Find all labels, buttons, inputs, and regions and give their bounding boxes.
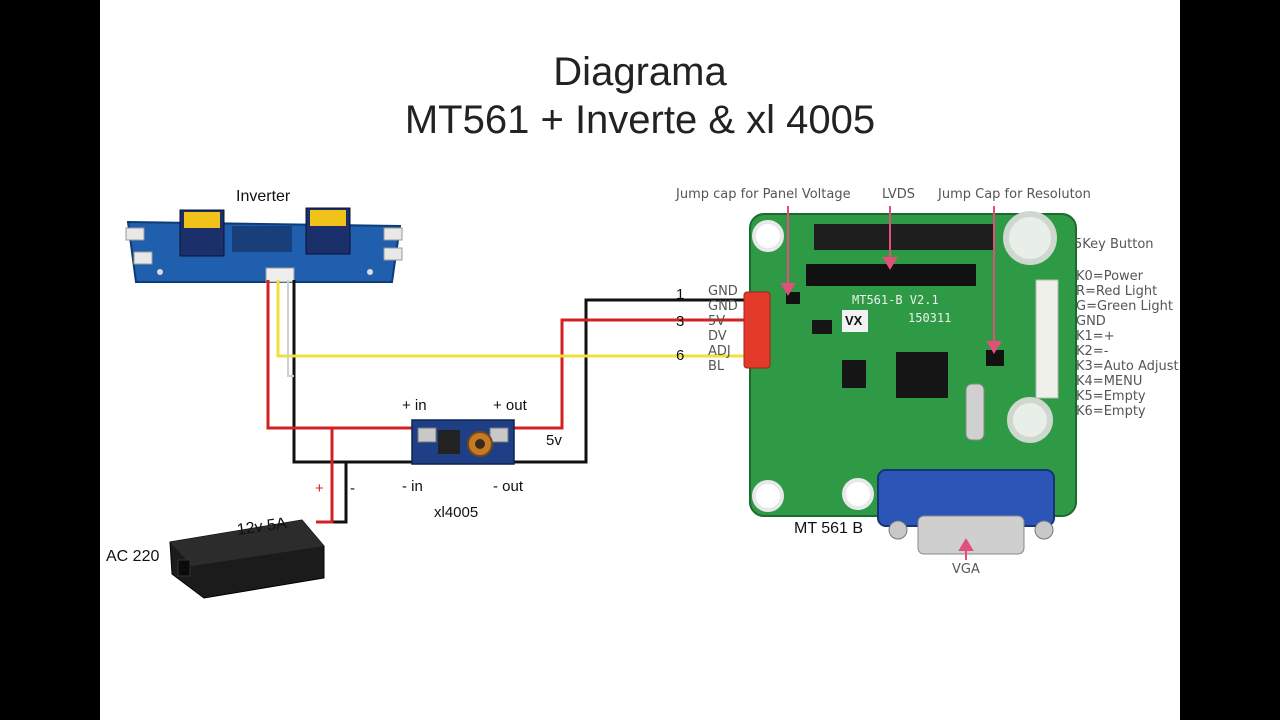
pin-label-5v: 5V — [708, 314, 726, 329]
lvds-callout: LVDS — [882, 187, 915, 202]
psu-positive-wire — [266, 280, 412, 430]
wires — [266, 280, 772, 524]
xl4005-label: xl4005 — [434, 504, 479, 521]
key-item-k0: K0=Power — [1076, 269, 1143, 284]
diagram-title-line1: Diagrama — [553, 50, 727, 94]
key-item-k5: K5=Empty — [1076, 389, 1146, 404]
psu-minus-label: - — [350, 480, 355, 497]
key-item-k4: K4=MENU — [1076, 374, 1143, 389]
5v-output-wire — [512, 318, 768, 430]
key-item-k3: K3=Auto Adjust — [1076, 359, 1179, 374]
mt561-board — [743, 211, 1077, 555]
white-wire — [287, 280, 294, 377]
ac-input-label: AC 220 — [106, 548, 160, 565]
power-supply — [169, 519, 325, 599]
key-item-r: R=Red Light — [1076, 284, 1158, 299]
diagram-canvas: Diagrama MT561 + Inverte & xl 4005 — [100, 0, 1180, 720]
pin-number-6: 6 — [676, 347, 685, 364]
board-name-label: MT 561 B — [794, 520, 864, 537]
board-silkscreen-code: 150311 — [908, 311, 952, 325]
resolution-callout: Jump Cap for Resoluton — [938, 187, 1091, 202]
diagram-title-line2: MT561 + Inverte & xl 4005 — [404, 98, 876, 142]
xl4005-in-minus-label: - in — [402, 478, 423, 495]
key-item-k6: K6=Empty — [1076, 404, 1146, 419]
key-item-k2: K2=- — [1076, 344, 1109, 359]
pin-number-3: 3 — [676, 313, 685, 330]
key-item-g: G=Green Light — [1076, 299, 1173, 314]
xl4005-out-minus-label: - out — [493, 478, 524, 495]
pin-label-dv: DV — [708, 329, 727, 344]
psu-negative-wire — [332, 462, 348, 524]
inverter-board — [125, 207, 403, 283]
xl4005-output-voltage: 5v — [546, 432, 562, 449]
ground-wire — [292, 280, 772, 464]
key-item-k1: K1=+ — [1076, 329, 1115, 344]
pin-label-gnd-1: GND — [708, 284, 738, 299]
inverter-label: Inverter — [236, 188, 291, 205]
board-vx-label: VX — [845, 313, 863, 328]
vga-callout: VGA — [952, 562, 980, 577]
pin-label-gnd-2: GND — [708, 299, 738, 314]
key-item-gnd: GND — [1076, 314, 1106, 329]
xl4005-module — [411, 419, 515, 465]
xl4005-in-plus-label: + in — [402, 397, 427, 414]
board-silkscreen: MT561-B V2.1 — [852, 293, 939, 307]
panel-voltage-callout: Jump cap for Panel Voltage — [676, 187, 851, 202]
psu-12v-feed-wire — [316, 428, 334, 524]
wiring-diagram — [125, 206, 1077, 599]
backlight-wire — [276, 280, 768, 358]
callout-arrows — [780, 206, 1002, 560]
xl4005-out-plus-label: + out — [493, 397, 527, 414]
key-button-title: 5Key Button — [1074, 237, 1154, 252]
psu-plus-label: + — [315, 480, 324, 497]
pin-label-bl: BL — [708, 359, 725, 374]
pin-number-1: 1 — [676, 286, 685, 303]
pin-label-adj: ADJ — [708, 344, 731, 359]
